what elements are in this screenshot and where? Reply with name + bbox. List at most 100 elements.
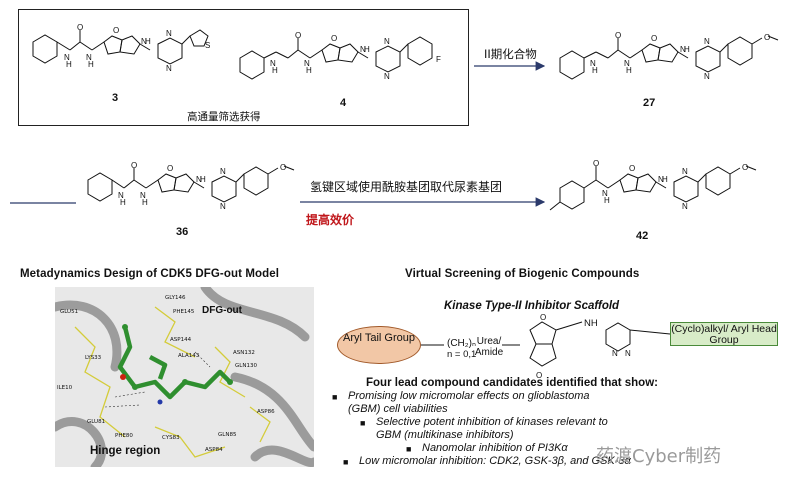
svg-text:N: N bbox=[612, 349, 618, 358]
svg-text:O: O bbox=[593, 159, 599, 168]
linker-label: (CH₂)ₙ bbox=[447, 338, 476, 349]
svg-text:O: O bbox=[167, 164, 173, 173]
svg-text:O: O bbox=[280, 163, 286, 172]
svg-text:O: O bbox=[742, 163, 748, 172]
svg-text:H: H bbox=[364, 45, 370, 54]
hts-box bbox=[18, 9, 469, 126]
finding-item: ■Nanomolar inhibition of PI3Kα bbox=[406, 442, 568, 454]
svg-text:O: O bbox=[615, 31, 621, 40]
svg-text:H: H bbox=[662, 175, 668, 184]
svg-text:H: H bbox=[88, 60, 94, 69]
svg-text:O: O bbox=[629, 164, 635, 173]
residue-label: GLU81 bbox=[87, 419, 106, 425]
bullet-icon: ■ bbox=[343, 457, 349, 467]
residue-label: GLY146 bbox=[165, 295, 186, 301]
compound-number: 3 bbox=[112, 92, 119, 104]
residue-label: GLU51 bbox=[60, 309, 79, 315]
svg-text:N: N bbox=[196, 175, 202, 184]
svg-text:N: N bbox=[304, 59, 310, 68]
compound-36-structure bbox=[87, 165, 295, 203]
svg-text:H: H bbox=[142, 198, 148, 207]
svg-text:H: H bbox=[306, 66, 312, 75]
svg-text:N: N bbox=[270, 59, 276, 68]
svg-text:H: H bbox=[145, 37, 151, 46]
residue-label: ILE10 bbox=[57, 385, 73, 391]
compound-27-structure bbox=[559, 35, 779, 80]
residue-label: LYS33 bbox=[85, 355, 102, 361]
svg-text:O: O bbox=[536, 371, 542, 380]
residue-label: CYS83 bbox=[162, 435, 180, 441]
head-group-label: (Cyclo)alkyl/ Aryl Head Group bbox=[671, 323, 777, 346]
svg-text:N: N bbox=[680, 45, 686, 54]
step2-label: 氢键区域使用酰胺基团取代尿素基团 bbox=[310, 180, 503, 194]
finding-item: ■Selective potent inhibition of kinases … bbox=[360, 416, 608, 441]
compound-3-structure bbox=[32, 29, 209, 65]
svg-text:N: N bbox=[166, 64, 172, 73]
svg-text:N: N bbox=[704, 72, 710, 81]
left-panel-title: Metadynamics Design of CDK5 DFG-out Mode… bbox=[20, 268, 280, 280]
svg-text:H: H bbox=[120, 198, 126, 207]
residue-label: PHE145 bbox=[173, 309, 195, 315]
finding-item: ■Low micromolar inhibition: CDK2, GSK-3β… bbox=[343, 455, 631, 467]
svg-text:O: O bbox=[113, 26, 119, 35]
nh-label: NH bbox=[584, 318, 598, 329]
aryl-tail-group-label: Aryl Tail Group bbox=[343, 332, 415, 344]
scaffold-title: Kinase Type-II Inhibitor Scaffold bbox=[444, 300, 620, 312]
svg-text:N: N bbox=[118, 191, 124, 200]
residue-label: ALA143 bbox=[178, 353, 200, 359]
residue-label: GLN130 bbox=[235, 363, 257, 369]
svg-text:S: S bbox=[205, 41, 210, 50]
bullet-icon: ■ bbox=[332, 392, 338, 402]
compound-4-structure bbox=[239, 36, 433, 80]
compound-number: 42 bbox=[636, 230, 649, 242]
hts-caption: 高通量筛选获得 bbox=[187, 111, 261, 123]
residue-label: PHE80 bbox=[115, 433, 133, 439]
svg-text:N: N bbox=[360, 45, 366, 54]
svg-text:H: H bbox=[592, 66, 598, 75]
svg-text:N: N bbox=[682, 167, 688, 176]
svg-text:N: N bbox=[140, 191, 146, 200]
finding-item: ■Promising low micromolar effects on gli… bbox=[332, 390, 590, 415]
residue-label: ASP84 bbox=[205, 447, 223, 453]
bullet-icon: ■ bbox=[406, 444, 412, 454]
protein-model-image: DFG-out Hinge region GLU51 GLY146 PHE145… bbox=[55, 287, 314, 467]
svg-text:H: H bbox=[626, 66, 632, 75]
step1-label: II期化合物 bbox=[484, 47, 537, 61]
svg-text:H: H bbox=[66, 60, 72, 69]
svg-text:O: O bbox=[77, 23, 83, 32]
dfg-out-label: DFG-out bbox=[202, 305, 242, 316]
svg-text:O: O bbox=[540, 313, 546, 322]
lead-heading: Four lead compound candidates identified… bbox=[366, 377, 658, 389]
svg-text:O: O bbox=[331, 34, 337, 43]
svg-text:O: O bbox=[651, 34, 657, 43]
residue-label: ASP144 bbox=[170, 337, 192, 343]
svg-text:N: N bbox=[602, 189, 608, 198]
svg-text:N: N bbox=[625, 349, 631, 358]
svg-text:N: N bbox=[682, 202, 688, 211]
svg-text:O: O bbox=[295, 31, 301, 40]
svg-text:N: N bbox=[658, 175, 664, 184]
svg-text:N: N bbox=[384, 72, 390, 81]
hinge-region-label: Hinge region bbox=[90, 445, 161, 457]
compound-number: 36 bbox=[176, 226, 189, 238]
urea-amide-label: Urea/ Amide bbox=[474, 336, 504, 358]
right-panel-title: Virtual Screening of Biogenic Compounds bbox=[405, 268, 640, 280]
svg-text:H: H bbox=[604, 196, 610, 205]
compound-number: 4 bbox=[340, 97, 347, 109]
svg-text:O: O bbox=[764, 33, 770, 42]
svg-text:H: H bbox=[272, 66, 278, 75]
svg-text:N: N bbox=[141, 37, 147, 46]
svg-text:N: N bbox=[384, 37, 390, 46]
watermark: 药渡Cyber制药 bbox=[596, 446, 722, 467]
atom-label: N bbox=[64, 53, 70, 62]
svg-text:N: N bbox=[166, 29, 172, 38]
compound-number: 27 bbox=[643, 97, 656, 109]
aryl-tail-group-ellipse: Aryl Tail Group bbox=[337, 326, 421, 364]
scaffold-structure bbox=[421, 321, 671, 367]
svg-text:N: N bbox=[220, 167, 226, 176]
svg-text:N: N bbox=[220, 202, 226, 211]
step2-sublabel: 提高效价 bbox=[306, 213, 355, 227]
svg-text:N: N bbox=[624, 59, 630, 68]
svg-text:N: N bbox=[704, 37, 710, 46]
